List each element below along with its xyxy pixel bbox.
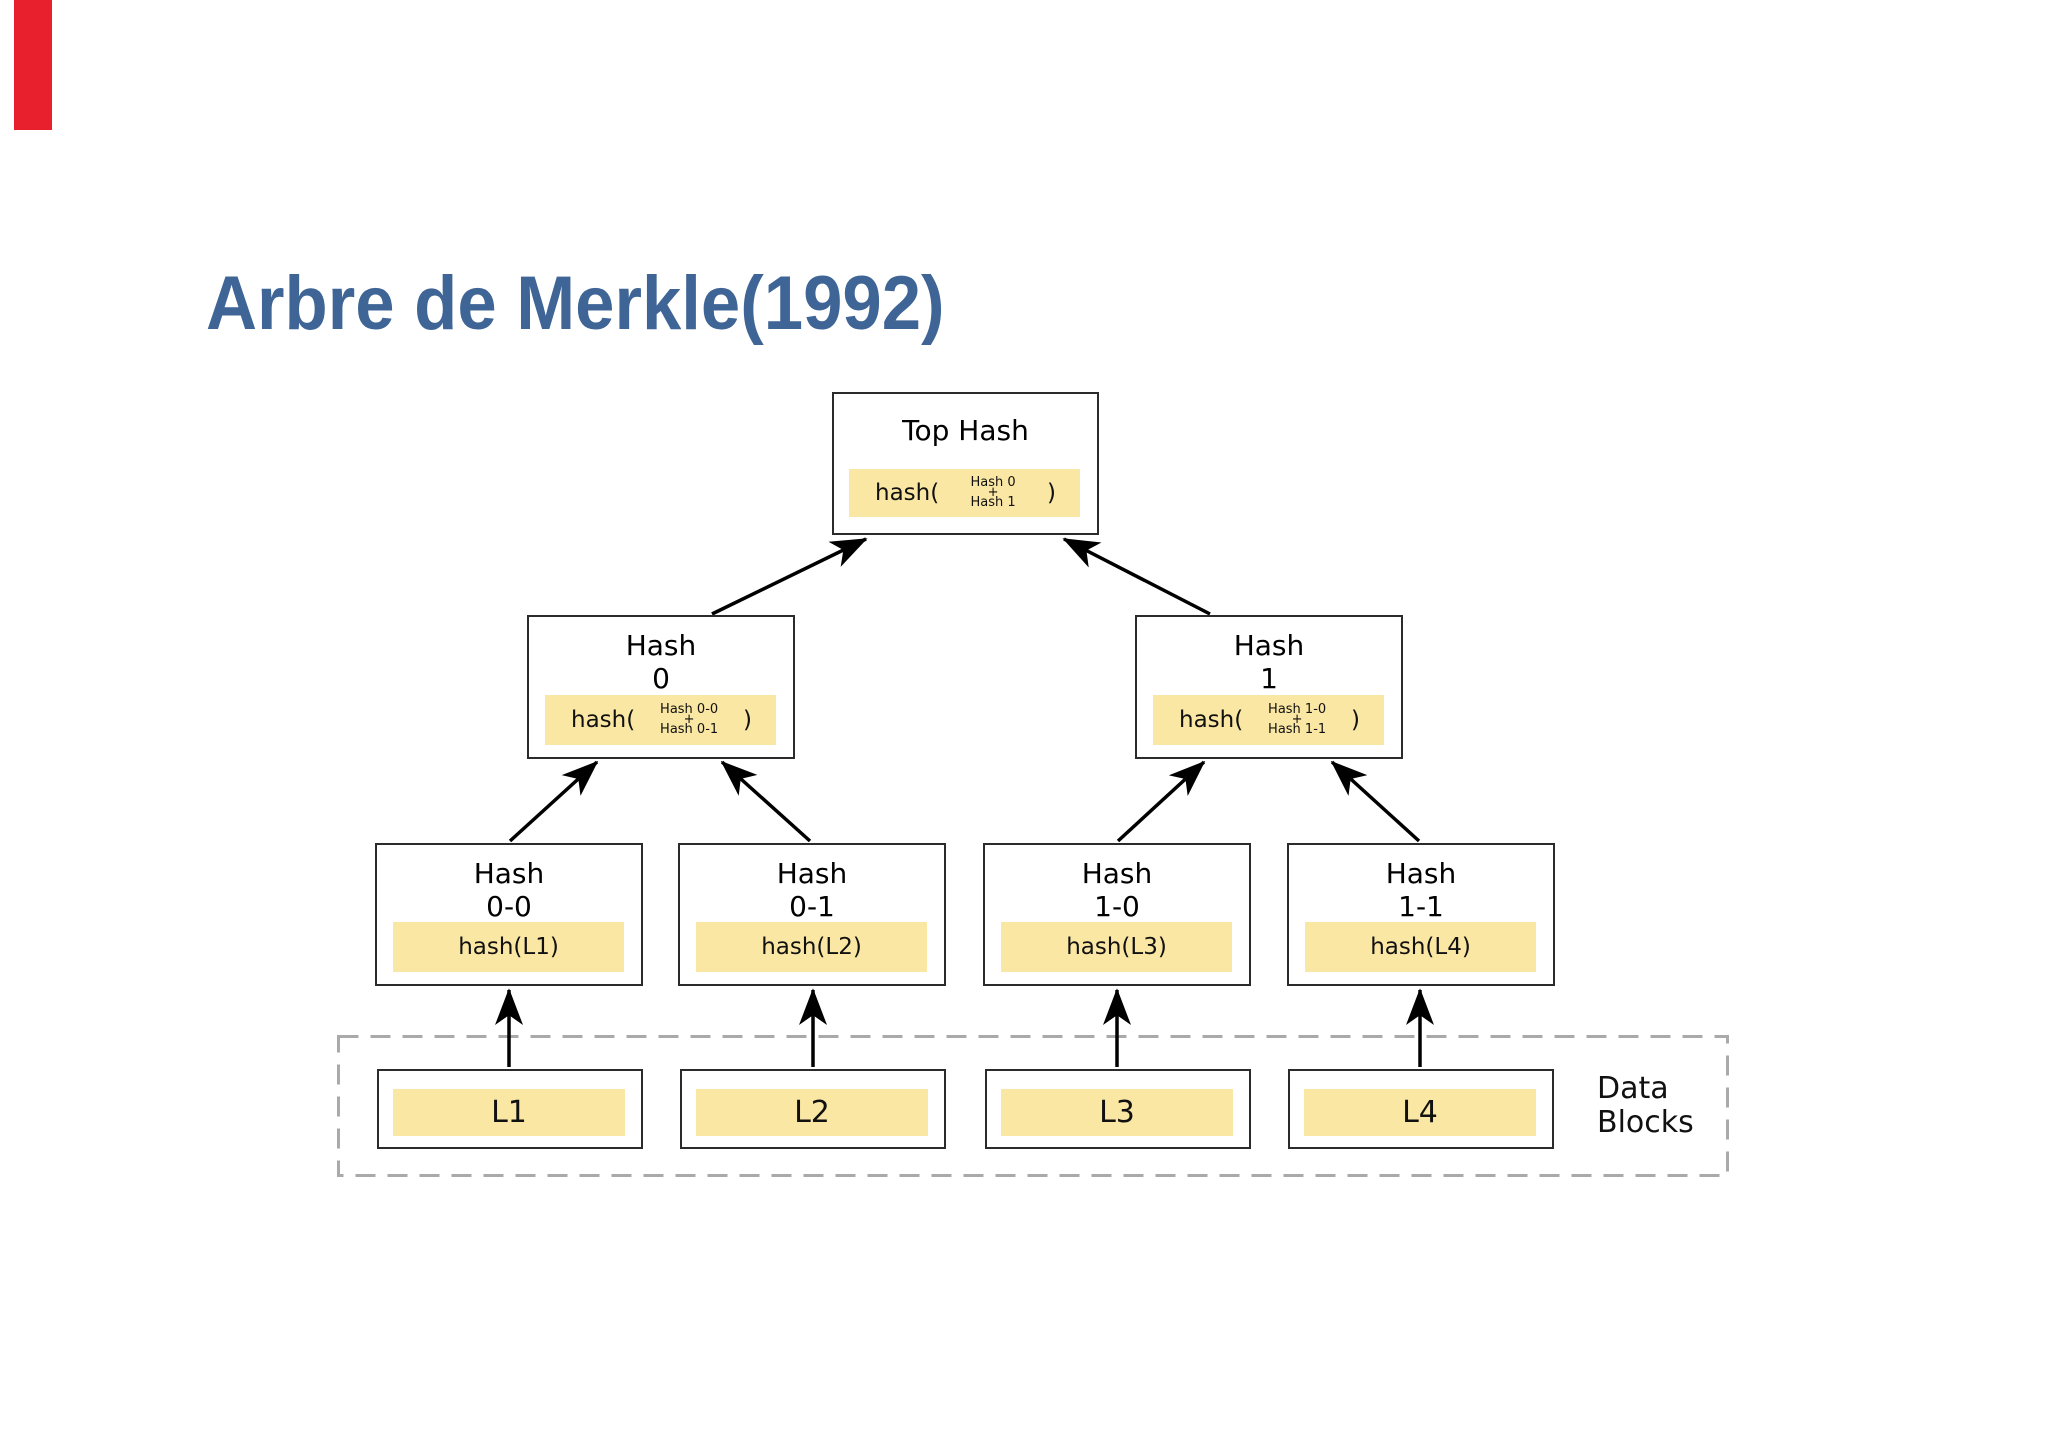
- data-block-l1-fill: L1: [393, 1089, 625, 1136]
- node-hash-1-1-title: Hash 1-1: [1385, 857, 1457, 923]
- node-hash-1-1-formula: hash(L4): [1305, 922, 1536, 972]
- operand-2: Hash 1-1: [1268, 722, 1327, 737]
- arrow-hash0-to-tophash: [711, 537, 868, 616]
- formula-operands: Hash 0-0 + Hash 0-1: [660, 702, 719, 737]
- node-hash-0-1-formula: hash(L2): [696, 922, 927, 972]
- data-block-l3-fill: L3: [1001, 1089, 1233, 1136]
- data-block-l4-fill: L4: [1304, 1089, 1536, 1136]
- arrow-hash1-to-tophash: [1062, 537, 1211, 616]
- data-block-l2-fill: L2: [696, 1089, 928, 1136]
- arrow-hash10-to-hash1: [1116, 760, 1206, 843]
- data-block-l4: L4: [1288, 1069, 1554, 1149]
- node-hash-1-0-title: Hash 1-0: [1081, 857, 1153, 923]
- operand-2: Hash 0-1: [660, 722, 719, 737]
- node-hash-1-1: Hash 1-1 hash(L4): [1287, 843, 1555, 986]
- data-block-l1: L1: [377, 1069, 643, 1149]
- node-top-hash: Top Hash hash( Hash 0 + Hash 1 ): [832, 392, 1099, 535]
- node-hash-0-0-title: Hash 0-0: [473, 857, 545, 923]
- node-hash-1-formula: hash( Hash 1-0 + Hash 1-1 ): [1153, 695, 1384, 745]
- data-blocks-label: Data Blocks: [1597, 1071, 1694, 1140]
- accent-bar: [14, 0, 52, 130]
- operand-1: Hash 0: [970, 475, 1016, 490]
- arrow-hash00-to-hash0: [508, 760, 599, 843]
- node-hash-1-0: Hash 1-0 hash(L3): [983, 843, 1251, 986]
- formula-prefix: hash(: [1179, 707, 1244, 733]
- node-hash-0: Hash 0 hash( Hash 0-0 + Hash 0-1 ): [527, 615, 795, 759]
- data-block-l3: L3: [985, 1069, 1251, 1149]
- operand-1: Hash 0-0: [660, 702, 719, 717]
- arrow-hash01-to-hash0: [720, 760, 812, 843]
- node-hash-0-1-title: Hash 0-1: [776, 857, 848, 923]
- formula-prefix: hash(: [571, 707, 636, 733]
- page-title: Arbre de Merkle(1992): [206, 261, 945, 346]
- node-hash-0-0: Hash 0-0 hash(L1): [375, 843, 643, 986]
- formula-prefix: hash(: [875, 480, 940, 506]
- formula-close: ): [743, 707, 752, 733]
- node-hash-0-formula: hash( Hash 0-0 + Hash 0-1 ): [545, 695, 776, 745]
- node-hash-0-title: Hash 0: [625, 629, 697, 695]
- formula-operands: Hash 1-0 + Hash 1-1: [1268, 702, 1327, 737]
- operand-2: Hash 1: [970, 495, 1016, 510]
- formula-operands: Hash 0 + Hash 1: [970, 475, 1016, 510]
- plus-sign: +: [1291, 712, 1303, 727]
- node-hash-0-1: Hash 0-1 hash(L2): [678, 843, 946, 986]
- node-hash-1-0-formula: hash(L3): [1001, 922, 1232, 972]
- node-top-hash-formula: hash( Hash 0 + Hash 1 ): [849, 469, 1080, 517]
- data-block-l2: L2: [680, 1069, 946, 1149]
- formula-close: ): [1047, 480, 1056, 506]
- operand-1: Hash 1-0: [1268, 702, 1327, 717]
- node-hash-1: Hash 1 hash( Hash 1-0 + Hash 1-1 ): [1135, 615, 1403, 759]
- formula-close: ): [1351, 707, 1360, 733]
- plus-sign: +: [987, 485, 999, 500]
- node-hash-1-title: Hash 1: [1233, 629, 1305, 695]
- plus-sign: +: [683, 712, 695, 727]
- arrow-hash11-to-hash1: [1330, 760, 1421, 843]
- node-hash-0-0-formula: hash(L1): [393, 922, 624, 972]
- node-top-hash-title: Top Hash: [902, 414, 1029, 447]
